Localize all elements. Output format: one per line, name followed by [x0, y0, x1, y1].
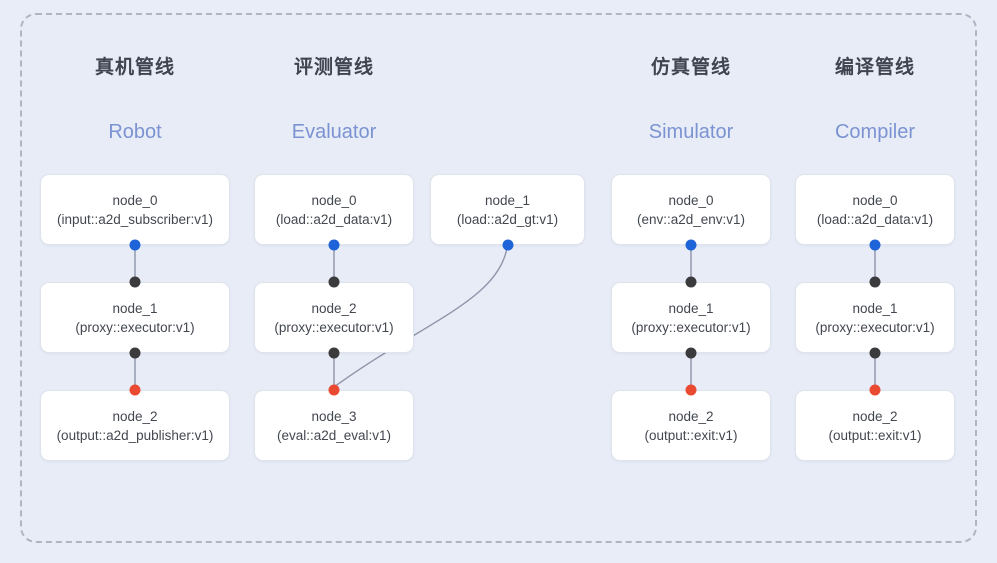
node-name: node_0 — [112, 192, 158, 208]
node-spec: (proxy::executor:v1) — [815, 319, 935, 335]
node-name: node_1 — [484, 192, 531, 208]
node-spec: (eval::a2d_eval:v1) — [276, 427, 392, 443]
node-stack-compiler: node_0(load::a2d_data:v1)node_1(proxy::e… — [795, 174, 955, 464]
node-spec: (load::a2d_gt:v1) — [456, 211, 559, 227]
node-stack-simulator: node_0(env::a2d_env:v1)node_1(proxy::exe… — [611, 174, 771, 464]
node-box-simulator-node_1[interactable]: node_1(proxy::executor:v1) — [611, 282, 771, 353]
column-title-en-simulator: Simulator — [648, 121, 734, 143]
node-spec: (load::a2d_data:v1) — [816, 211, 934, 227]
node-box-simulator-node_2[interactable]: node_2(output::exit:v1) — [611, 390, 771, 461]
node-box-evaluator-node_3[interactable]: node_3(eval::a2d_eval:v1) — [254, 390, 414, 461]
column-title-cn-compiler: 编译管线 — [834, 57, 915, 78]
column-title-en-evaluator-gt — [430, 119, 585, 145]
port-in-evaluator-node_2[interactable] — [328, 276, 340, 288]
column-title-en-evaluator: Evaluator — [291, 121, 377, 143]
node-box-evaluator-gt-node_1[interactable]: node_1(load::a2d_gt:v1) — [430, 174, 585, 245]
column-title-cn-robot: 真机管线 — [94, 57, 175, 78]
column-title-cn-simulator: 仿真管线 — [650, 57, 731, 78]
node-box-robot-node_0[interactable]: node_0(input::a2d_subscriber:v1) — [40, 174, 230, 245]
node-spec: (proxy::executor:v1) — [75, 319, 195, 335]
node-name: node_1 — [112, 300, 158, 316]
node-box-evaluator-node_2[interactable]: node_2(proxy::executor:v1) — [254, 282, 414, 353]
node-box-compiler-node_1[interactable]: node_1(proxy::executor:v1) — [795, 282, 955, 353]
port-out-evaluator-node_0[interactable] — [328, 239, 340, 251]
port-out-robot-node_0[interactable] — [129, 239, 141, 251]
node-name: node_1 — [852, 300, 898, 316]
node-spec: (input::a2d_subscriber:v1) — [56, 211, 214, 227]
port-out-simulator-node_0[interactable] — [685, 239, 697, 251]
node-spec: (output::exit:v1) — [644, 427, 738, 443]
port-out-evaluator-gt-node_1[interactable] — [502, 239, 513, 251]
node-stack-evaluator-gt: node_1(load::a2d_gt:v1) — [430, 174, 585, 464]
port-in-robot-node_2[interactable] — [129, 384, 141, 396]
node-name: node_0 — [311, 192, 357, 208]
port-out-compiler-node_1[interactable] — [869, 347, 881, 359]
node-spec: (output::exit:v1) — [828, 427, 922, 443]
port-in-compiler-node_2[interactable] — [869, 384, 881, 396]
column-title-en-compiler: Compiler — [834, 121, 916, 143]
port-out-compiler-node_0[interactable] — [869, 239, 881, 251]
node-name: node_2 — [668, 408, 714, 424]
node-box-simulator-node_0[interactable]: node_0(env::a2d_env:v1) — [611, 174, 771, 245]
pipeline-column-evaluator-gt: node_1(load::a2d_gt:v1) — [430, 55, 585, 464]
port-in-robot-node_1[interactable] — [129, 276, 141, 288]
node-spec: (proxy::executor:v1) — [631, 319, 751, 335]
node-box-evaluator-node_0[interactable]: node_0(load::a2d_data:v1) — [254, 174, 414, 245]
node-stack-robot: node_0(input::a2d_subscriber:v1)node_1(p… — [40, 174, 230, 464]
node-box-compiler-node_2[interactable]: node_2(output::exit:v1) — [795, 390, 955, 461]
node-box-robot-node_1[interactable]: node_1(proxy::executor:v1) — [40, 282, 230, 353]
node-spec: (load::a2d_data:v1) — [275, 211, 393, 227]
node-stack-evaluator: node_0(load::a2d_data:v1)node_2(proxy::e… — [254, 174, 414, 464]
column-title-cn-evaluator: 评测管线 — [293, 57, 374, 78]
port-out-evaluator-node_2[interactable] — [328, 347, 340, 359]
port-out-simulator-node_1[interactable] — [685, 347, 697, 359]
node-spec: (output::a2d_publisher:v1) — [56, 427, 214, 443]
port-in-compiler-node_1[interactable] — [869, 276, 881, 288]
port-in-evaluator-node_3[interactable] — [328, 384, 340, 396]
node-name: node_0 — [852, 192, 898, 208]
column-title-en-robot: Robot — [108, 121, 162, 143]
port-in-simulator-node_2[interactable] — [685, 384, 697, 396]
node-name: node_2 — [852, 408, 898, 424]
node-name: node_0 — [668, 192, 714, 208]
node-name: node_2 — [311, 300, 357, 316]
node-spec: (proxy::executor:v1) — [274, 319, 394, 335]
node-name: node_3 — [311, 408, 357, 424]
node-box-robot-node_2[interactable]: node_2(output::a2d_publisher:v1) — [40, 390, 230, 461]
column-title-cn-evaluator-gt — [430, 55, 585, 81]
node-box-compiler-node_0[interactable]: node_0(load::a2d_data:v1) — [795, 174, 955, 245]
port-in-simulator-node_1[interactable] — [685, 276, 697, 288]
node-name: node_2 — [112, 408, 158, 424]
node-spec: (env::a2d_env:v1) — [636, 211, 746, 227]
port-out-robot-node_1[interactable] — [129, 347, 141, 359]
node-name: node_1 — [668, 300, 714, 316]
